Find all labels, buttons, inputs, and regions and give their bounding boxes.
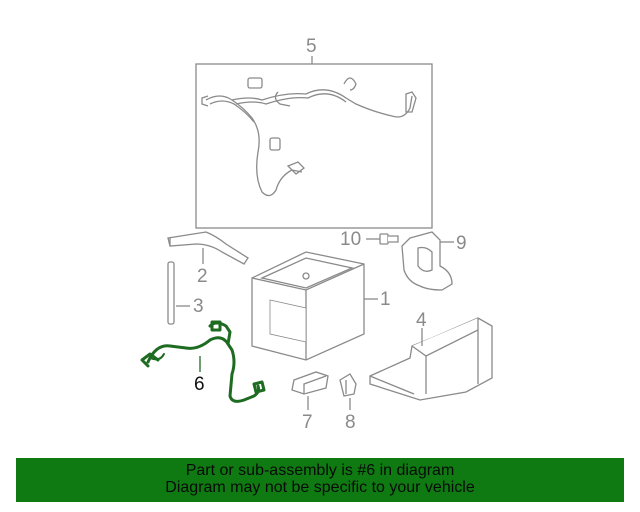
callout-4[interactable]: 4 (416, 310, 427, 331)
callout-1[interactable]: 1 (380, 289, 391, 310)
part-10-bolt[interactable] (379, 233, 399, 245)
callout-8[interactable]: 8 (345, 412, 356, 433)
callout-9[interactable]: 9 (456, 233, 467, 254)
part-7-clip[interactable] (291, 371, 329, 395)
callout-7[interactable]: 7 (302, 412, 313, 433)
notice-line-part: Part or sub-assembly is #6 in diagram (185, 462, 455, 479)
part-2-bracket[interactable] (167, 231, 249, 265)
notice-line-disclaimer: Diagram may not be specific to your vehi… (165, 479, 475, 496)
callout-6[interactable]: 6 (194, 374, 205, 395)
callout-10[interactable]: 10 (340, 229, 361, 250)
part-3-rod[interactable] (167, 261, 175, 325)
part-4-tray[interactable] (369, 317, 493, 401)
part-9-clamp[interactable] (401, 231, 453, 291)
callout-3[interactable]: 3 (193, 296, 204, 317)
callout-5[interactable]: 5 (306, 36, 317, 57)
callout-2[interactable]: 2 (197, 266, 208, 287)
part-6-cable[interactable] (140, 320, 266, 403)
part-5-harness[interactable] (195, 63, 433, 229)
notice-banner: Part or sub-assembly is #6 in diagram Di… (16, 458, 624, 502)
parts-diagram: 1 2 3 4 5 6 7 8 9 10 (140, 36, 493, 433)
part-1-battery[interactable] (251, 251, 365, 361)
part-8-clip[interactable] (339, 373, 357, 397)
